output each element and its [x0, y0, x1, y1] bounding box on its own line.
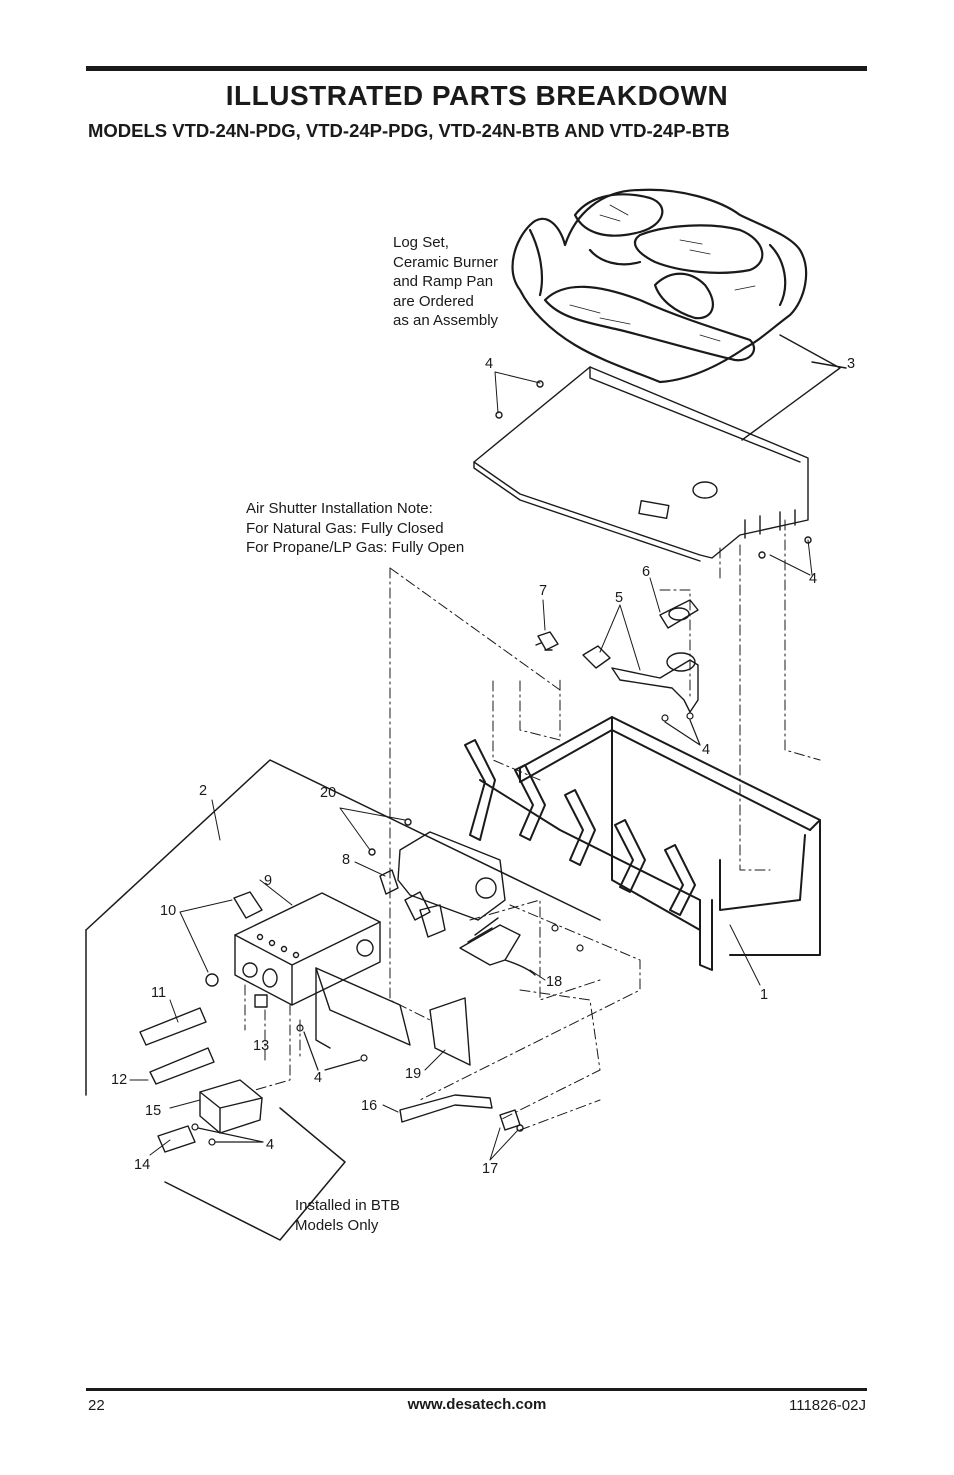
callout-3: 3 — [847, 356, 856, 372]
air-shutter-note-line: Air Shutter Installation Note: — [246, 500, 433, 517]
log-set-note: Log Set, Ceramic Burner and Ramp Pan are… — [393, 233, 498, 331]
air-shutter-note-line: For Natural Gas: Fully Closed — [246, 519, 444, 537]
btb-note-line: Installed in BTB — [295, 1197, 401, 1214]
callout-17: 17 — [482, 1161, 499, 1177]
top-rule — [86, 66, 867, 71]
log-set-note-line: as an Assembly — [393, 312, 499, 329]
log-set-note-line: and Ramp Pan — [393, 273, 494, 290]
callout-4: 4 — [702, 742, 711, 758]
callout-12: 12 — [111, 1072, 128, 1088]
bottom-rule — [86, 1388, 867, 1391]
callout-20: 20 — [320, 785, 337, 801]
btb-box-drawing — [157, 1079, 263, 1153]
callout-9: 9 — [264, 873, 273, 889]
air-shutter-note-line: For Propane/LP Gas: Fully Open — [246, 539, 465, 556]
document-number: 111826-02J — [788, 1397, 866, 1414]
btb-note-line: Models Only — [295, 1216, 379, 1234]
bracket-drawing — [315, 967, 411, 1049]
page-subtitle: MODELS VTD-24N-PDG, VTD-24P-PDG, VTD-24N… — [88, 120, 730, 141]
callout-18: 18 — [546, 974, 563, 990]
callout-1: 1 — [760, 987, 769, 1003]
callout-14: 14 — [134, 1157, 151, 1173]
gasket-drawing — [659, 599, 699, 629]
callout-8: 8 — [342, 852, 351, 868]
flex-hose-drawing — [399, 1094, 493, 1123]
callout-4: 4 — [485, 356, 494, 372]
switch-drawing — [205, 891, 263, 987]
orifice-drawing — [535, 631, 559, 651]
pilot-drawing — [459, 917, 536, 976]
gas-valve-drawing — [379, 831, 506, 938]
callout-15: 15 — [145, 1103, 162, 1119]
log-set-drawing — [511, 188, 808, 384]
ramp-pan-drawing — [473, 366, 809, 562]
callout-10: 10 — [160, 903, 177, 919]
grate-drawing — [464, 716, 821, 971]
callout-16: 16 — [361, 1098, 378, 1114]
log-set-note-line: are Ordered — [393, 292, 474, 310]
log-set-note-line: Log Set, — [393, 234, 449, 251]
website-link[interactable]: www.desatech.com — [407, 1396, 547, 1413]
callout-6: 6 — [642, 564, 651, 580]
burner-tube-drawing — [582, 645, 699, 713]
page-number: 22 — [88, 1397, 105, 1414]
air-shutter-note: Air Shutter Installation Note: For Natur… — [246, 499, 464, 558]
callout-7: 7 — [539, 583, 548, 599]
thermodisc-drawing — [254, 994, 268, 1008]
callout-4: 4 — [314, 1070, 323, 1086]
callout-4: 4 — [266, 1137, 275, 1153]
page-title: ILLUSTRATED PARTS BREAKDOWN — [225, 80, 729, 111]
btb-note: Installed in BTB Models Only — [295, 1196, 400, 1235]
control-box-drawing — [234, 892, 381, 1006]
callout-5: 5 — [615, 590, 624, 606]
callout-19: 19 — [405, 1066, 422, 1082]
callout-11: 11 — [151, 985, 167, 1001]
callout-4: 4 — [809, 571, 818, 587]
callout-13: 13 — [253, 1038, 270, 1054]
tube-drawing — [139, 1007, 215, 1085]
log-set-note-line: Ceramic Burner — [393, 253, 499, 271]
callout-2: 2 — [199, 783, 208, 799]
fitting-drawing — [499, 1109, 524, 1132]
shield-drawing — [429, 997, 471, 1066]
